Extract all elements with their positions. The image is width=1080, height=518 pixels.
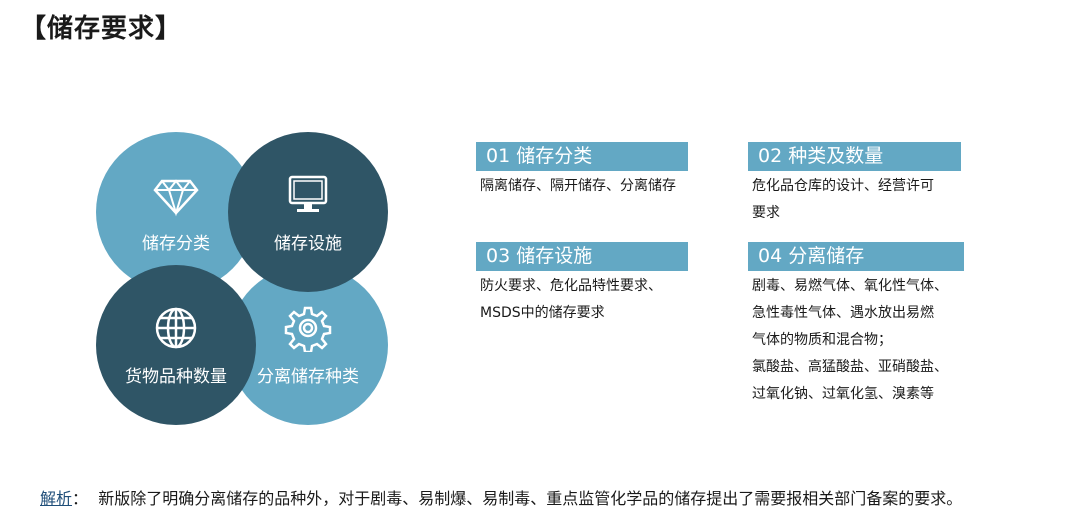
section-header: 04 分离储存 [748,242,964,271]
section-body: 防火要求、危化品特性要求、 MSDS中的储存要求 [476,271,688,327]
section-line: 气体的物质和混合物； [752,332,892,348]
section-body: 隔离储存、隔开储存、分离储存 [476,171,688,200]
circle-label: 储存分类 [142,233,210,254]
analysis-separator: ： [72,489,89,508]
section-body: 危化品仓库的设计、经营许可 要求 [748,171,961,227]
gear-icon [284,306,332,352]
section-line: 危化品仓库的设计、经营许可 [752,178,934,194]
section-line: 过氧化钠、过氧化氢、溴素等 [752,386,934,402]
section-line: 氯酸盐、高猛酸盐、亚硝酸盐、 [752,359,948,375]
section-line: 要求 [752,205,780,221]
circle-storage-facilities: 储存设施 [228,132,388,292]
section-line: MSDS中的储存要求 [480,305,605,321]
circle-goods-variety-quantity: 货物品种数量 [96,265,256,425]
diamond-icon [153,178,199,216]
globe-icon [155,307,197,348]
circle-label: 分离储存种类 [257,366,359,387]
analysis-link[interactable]: 解析 [40,489,73,508]
analysis-note: 解析： 新版除了明确分离储存的品种外，对于剧毒、易制爆、易制毒、重点监管化学品的… [40,485,962,509]
monitor-icon [288,175,328,212]
section-header: 01 储存分类 [476,142,688,171]
circle-label: 储存设施 [274,233,342,254]
circle-label: 货物品种数量 [125,366,227,387]
analysis-text: 新版除了明确分离储存的品种外，对于剧毒、易制爆、易制毒、重点监管化学品的储存提出… [98,489,963,508]
section-line: 剧毒、易燃气体、氧化性气体、 [752,278,948,294]
section-header: 02 种类及数量 [748,142,961,171]
section-03: 03 储存设施 防火要求、危化品特性要求、 MSDS中的储存要求 [476,242,688,327]
section-line: 急性毒性气体、遇水放出易燃 [752,305,934,321]
section-01: 01 储存分类 隔离储存、隔开储存、分离储存 [476,142,688,200]
section-04: 04 分离储存 剧毒、易燃气体、氧化性气体、 急性毒性气体、遇水放出易燃 气体的… [748,242,964,408]
section-body: 剧毒、易燃气体、氧化性气体、 急性毒性气体、遇水放出易燃 气体的物质和混合物； … [748,271,964,408]
section-02: 02 种类及数量 危化品仓库的设计、经营许可 要求 [748,142,961,227]
page-title: 【储存要求】 [20,14,183,44]
section-header: 03 储存设施 [476,242,688,271]
section-line: 隔离储存、隔开储存、分离储存 [480,178,676,194]
section-line: 防火要求、危化品特性要求、 [480,278,662,294]
